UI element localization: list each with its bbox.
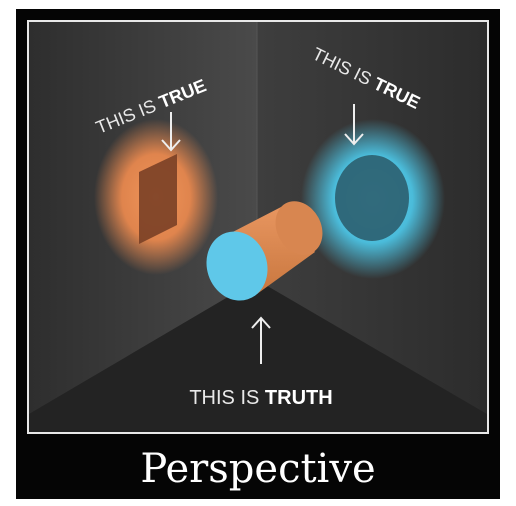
label-bottom: THIS IS TRUTH (189, 387, 332, 409)
circle-shadow (335, 155, 409, 241)
perspective-illustration: THIS IS TRUE THIS IS TRUE THIS IS TRUTH (29, 22, 487, 432)
poster: THIS IS TRUE THIS IS TRUE THIS IS TRUTH (16, 9, 500, 499)
image-frame: THIS IS TRUE THIS IS TRUE THIS IS TRUTH (27, 20, 489, 434)
caption: Perspective (16, 443, 500, 499)
